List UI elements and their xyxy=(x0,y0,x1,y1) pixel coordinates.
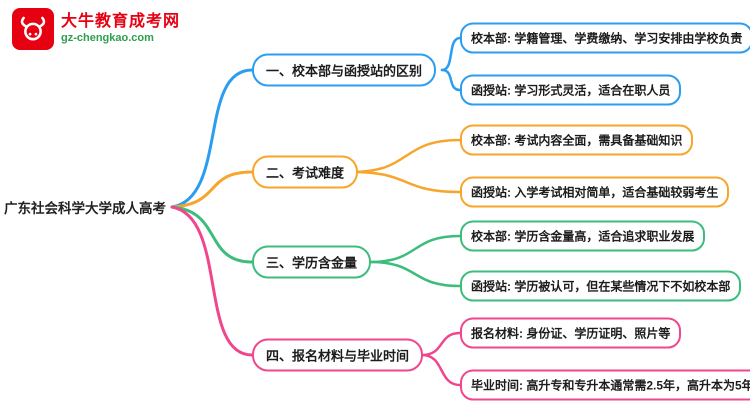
branch-node-4: 四、报名材料与毕业时间 xyxy=(252,338,424,372)
edge-branch-3-leaf-1 xyxy=(368,234,462,264)
edge-branch-1-leaf-1 xyxy=(440,36,462,72)
logo-domain: gz-chengkao.com xyxy=(61,31,154,44)
logo-mark xyxy=(12,8,54,50)
branch-node-1: 一、校本部与函授站的区别 xyxy=(252,53,437,87)
edge-branch-4-leaf-1 xyxy=(420,331,462,357)
leaf-node-2-1: 校本部: 考试内容全面，需具备基础知识 xyxy=(460,124,694,156)
edge-branch-2-leaf-1 xyxy=(350,138,462,174)
leaf-node-4-1: 报名材料: 身份证、学历证明、照片等 xyxy=(460,317,682,349)
site-logo: 大牛教育成考网 gz-chengkao.com xyxy=(12,8,180,50)
logo-text: 大牛教育成考网 gz-chengkao.com xyxy=(61,13,180,44)
leaf-node-1-1: 校本部: 学籍管理、学费缴纳、学习安排由学校负责 xyxy=(460,22,750,54)
edge-branch-3-leaf-2 xyxy=(368,260,462,288)
edge-root-branch-4 xyxy=(170,205,254,357)
bull-icon xyxy=(20,16,46,41)
branch-node-3: 三、学历含金量 xyxy=(252,245,372,279)
edge-root-branch-1 xyxy=(170,68,254,209)
leaf-node-4-2: 毕业时间: 高升专和专升本通常需2.5年，高升本为5年 xyxy=(460,369,750,401)
mindmap-root-node: 广东社会科学大学成人高考 xyxy=(4,201,166,216)
leaf-node-2-2: 函授站: 入学考试相对简单，适合基础较弱考生 xyxy=(460,176,730,208)
edge-branch-2-leaf-2 xyxy=(350,170,462,194)
branch-node-2: 二、考试难度 xyxy=(252,155,359,189)
edge-root-branch-2 xyxy=(170,170,254,209)
leaf-node-1-2: 函授站: 学习形式灵活，适合在职人员 xyxy=(460,74,682,106)
leaf-node-3-2: 函授站: 学历被认可，但在某些情况下不如校本部 xyxy=(460,270,742,302)
edge-branch-1-leaf-2 xyxy=(440,68,462,92)
edge-root-branch-3 xyxy=(170,205,254,264)
edge-branch-4-leaf-2 xyxy=(420,353,462,387)
logo-title: 大牛教育成考网 xyxy=(61,13,181,31)
leaf-node-3-1: 校本部: 学历含金量高，适合追求职业发展 xyxy=(460,220,706,252)
